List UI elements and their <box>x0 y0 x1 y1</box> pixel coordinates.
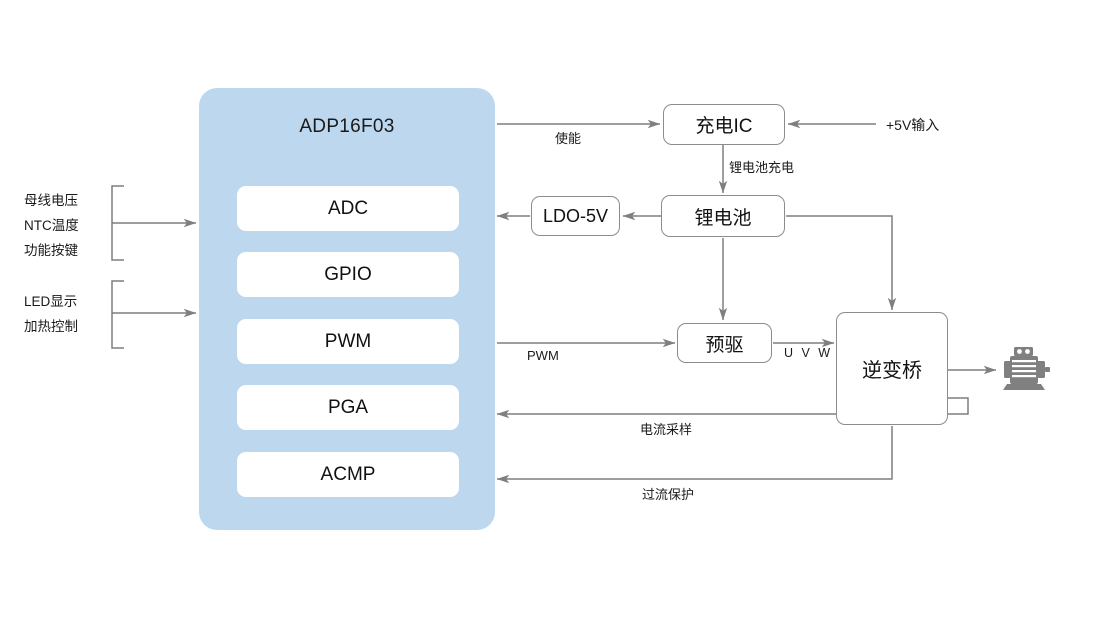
label-heating-control: 加热控制 <box>24 319 78 334</box>
label-led-display: LED显示 <box>24 294 78 309</box>
label-bus-voltage: 母线电压 <box>24 193 78 208</box>
block-inverter[interactable]: 逆变桥 <box>836 312 948 425</box>
mcu-chip-title: ADP16F03 <box>299 116 395 137</box>
motor-icon <box>1000 346 1056 394</box>
signal-label-over-current: 过流保护 <box>642 487 695 502</box>
wire-current-sense <box>496 397 969 419</box>
peripheral-block-pwm[interactable]: PWM <box>237 319 459 364</box>
block-battery[interactable]: 锂电池 <box>661 195 785 237</box>
label-ntc-temperature: NTC温度 <box>24 218 79 233</box>
block-charger[interactable]: 充电IC <box>663 104 785 145</box>
peripheral-block-pga[interactable]: PGA <box>237 385 459 430</box>
peripheral-block-acmp[interactable]: ACMP <box>237 452 459 497</box>
output-control-group-labels: LED显示 加热控制 <box>24 289 78 339</box>
wire-over-current <box>496 426 893 484</box>
signal-label-enable: 使能 <box>555 131 582 146</box>
signal-label-pwm: PWM <box>527 348 559 363</box>
bracket-output-control <box>111 280 124 349</box>
block-ldo[interactable]: LDO-5V <box>531 196 620 236</box>
label-function-key: 功能按键 <box>24 243 78 258</box>
peripheral-block-gpio[interactable]: GPIO <box>237 252 459 297</box>
analog-sense-group-labels: 母线电压 NTC温度 功能按键 <box>24 188 79 263</box>
peripheral-block-adc[interactable]: ADC <box>237 186 459 231</box>
signal-label-supply-in: +5V输入 <box>886 117 940 133</box>
block-predriver[interactable]: 预驱 <box>677 323 772 363</box>
signal-label-current-sense: 电流采样 <box>640 422 693 437</box>
signal-label-uvw: U V W <box>784 346 833 360</box>
signal-label-battery-charge: 锂电池充电 <box>729 160 795 175</box>
wire-battery-to-inverter <box>786 215 897 311</box>
